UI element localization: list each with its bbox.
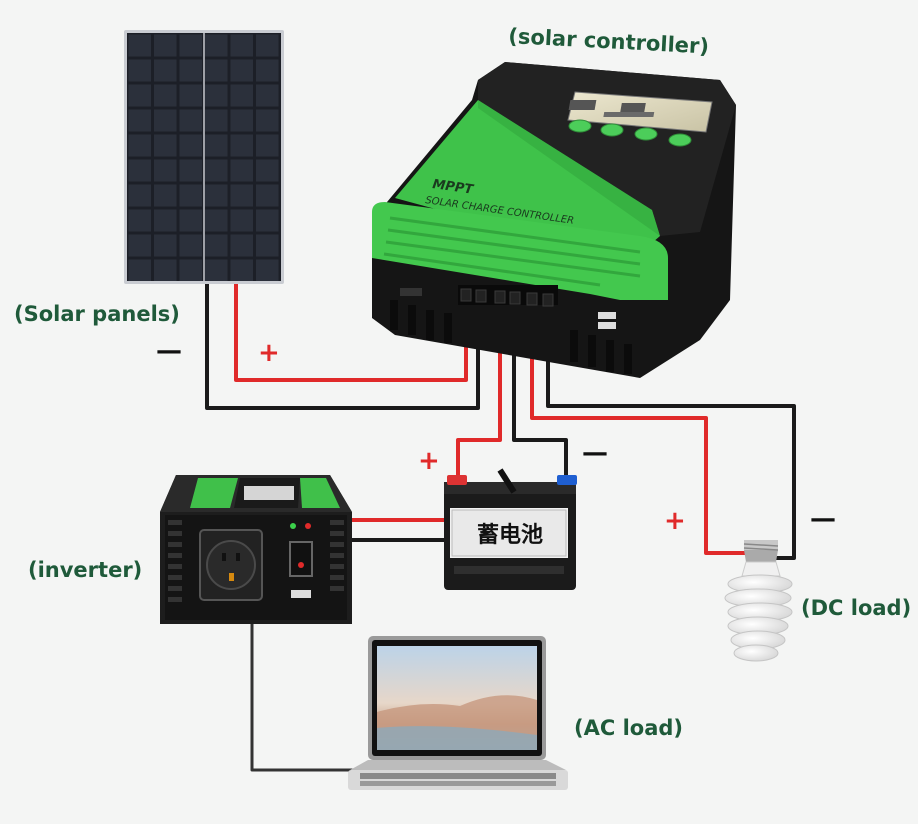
dc-load-negative-wire — [546, 298, 796, 560]
label-ac-load: (AC load) — [574, 716, 683, 740]
battery-negative-sign: — — [582, 438, 608, 468]
battery — [444, 468, 577, 590]
inverter-usb-port[interactable] — [291, 590, 311, 598]
esc-button[interactable] — [568, 119, 592, 133]
controller-buttons — [568, 119, 692, 147]
controller-usb-ports — [598, 312, 616, 329]
power-switch[interactable] — [289, 541, 313, 577]
battery-label: 蓄电池 — [477, 523, 543, 548]
battery-positive-sign: + — [418, 446, 440, 476]
label-dc-load: (DC load) — [801, 596, 912, 620]
down-button[interactable] — [634, 127, 658, 141]
battery-negative-wire — [512, 298, 568, 480]
solar-panel — [124, 30, 284, 284]
wires — [205, 280, 796, 772]
battery-positive-wire — [456, 298, 502, 480]
status-led-green — [290, 523, 296, 529]
set-button[interactable] — [668, 133, 692, 147]
dc-load-positive-wire — [530, 298, 754, 555]
status-led-red — [305, 523, 311, 529]
controller-brand-line1: MPPT — [431, 177, 475, 198]
up-button[interactable] — [600, 123, 624, 137]
solar-negative-wire — [205, 280, 480, 410]
green-cover — [395, 100, 660, 262]
ac-load-laptop — [348, 636, 568, 790]
dc-load-positive-sign: + — [664, 506, 686, 536]
controller-terminals — [458, 285, 558, 307]
label-solar-panels: (Solar panels) — [14, 302, 180, 326]
dc-load-negative-sign: — — [810, 504, 836, 534]
solar-negative-sign: — — [156, 336, 182, 366]
dc-load-bulb — [724, 540, 793, 662]
ac-cable — [250, 620, 362, 772]
lcd-display — [567, 91, 713, 133]
inverter — [160, 475, 352, 624]
label-inverter: (inverter) — [28, 558, 143, 582]
solar-charge-controller: MPPT SOLAR CHARGE CONTROLLER — [372, 62, 736, 378]
solar-positive-sign: + — [258, 338, 280, 368]
